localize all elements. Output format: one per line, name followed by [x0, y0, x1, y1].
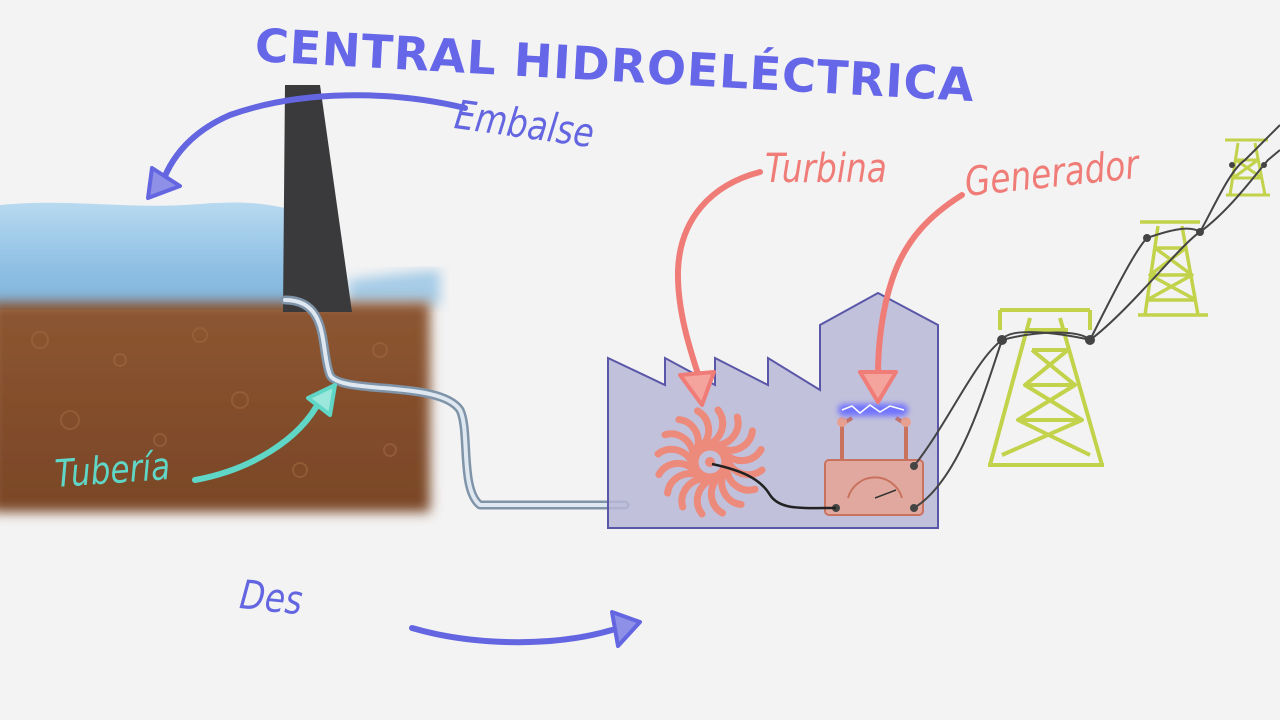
power-lines — [913, 124, 1280, 509]
turbine-blade — [661, 430, 697, 459]
turbine-blade — [706, 406, 727, 448]
turbine-blade — [678, 475, 707, 511]
turbine-blade — [718, 471, 745, 508]
turbine-blade — [664, 470, 701, 497]
turbine-blade — [654, 445, 696, 466]
turbine-blade — [693, 407, 713, 449]
reservoir — [0, 202, 440, 310]
label-tuberia: Tubería — [53, 444, 172, 496]
soil-texture — [31, 327, 397, 478]
label-des: Des — [237, 572, 305, 625]
label-turbina: Turbina — [765, 146, 887, 192]
arrows — [146, 92, 965, 648]
shaft-wire — [711, 462, 837, 510]
spark-icon — [838, 404, 908, 416]
turbine-blade — [675, 416, 702, 453]
turbine-blade — [707, 475, 727, 517]
power-tower-icon — [1225, 138, 1270, 197]
turbine-icon — [654, 406, 766, 518]
des-arrow — [409, 610, 642, 648]
turbine-blade — [713, 413, 742, 449]
generador-arrow — [858, 192, 965, 404]
turbina-arrow — [674, 169, 763, 407]
pipe-icon — [280, 295, 630, 510]
turbine-blade — [723, 465, 759, 494]
dam-icon — [283, 85, 352, 312]
downstream-water — [348, 270, 440, 305]
turbine-blade — [693, 476, 714, 518]
power-tower-icon — [988, 308, 1104, 467]
tuberia-arrow — [192, 383, 337, 483]
power-towers — [988, 138, 1270, 467]
turbine-blade — [723, 445, 765, 465]
power-tower-icon — [1138, 220, 1208, 317]
reservoir-water — [0, 202, 285, 310]
generator-icon — [824, 416, 924, 516]
turbine-blade — [719, 427, 756, 454]
turbine-blade — [655, 459, 697, 479]
embalse-arrow — [146, 92, 468, 200]
